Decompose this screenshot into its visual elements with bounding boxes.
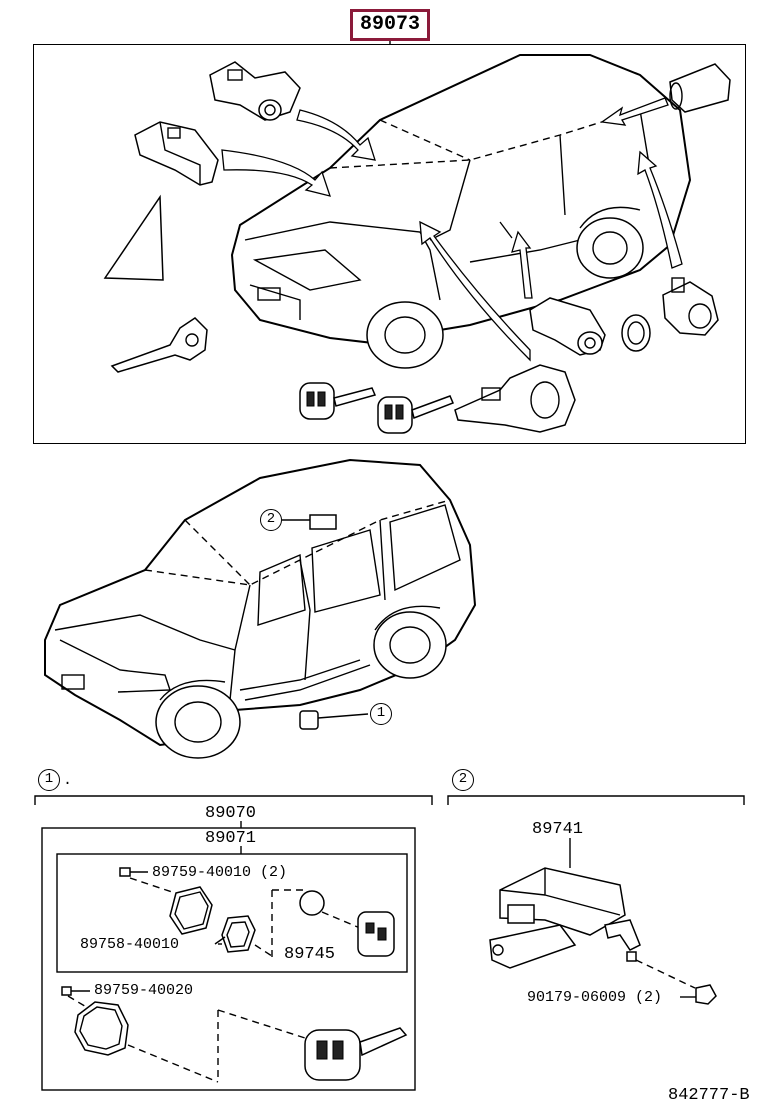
section-2-marker: 2 (452, 769, 474, 791)
overview-panel (33, 44, 746, 444)
cylinder-ring-icon (621, 314, 651, 352)
screw-b-label[interactable]: 89759-40020 (94, 982, 194, 999)
section-1-marker: 1 (38, 769, 60, 791)
door-control-receiver-icon (489, 867, 641, 969)
overview-vehicle (230, 54, 692, 369)
assembly-label[interactable]: 89070 (205, 804, 257, 823)
remote-key-1-icon (299, 382, 377, 420)
vehicle-illustration (44, 458, 477, 759)
cover-ring-icon (221, 915, 256, 953)
arrow-1-icon (296, 109, 376, 161)
bolt-label[interactable]: 90179-06009 (2) (527, 989, 663, 1006)
door-cylinder-right-icon (529, 297, 606, 356)
arrow-3-icon (419, 220, 531, 362)
remote-key-icon (304, 1027, 408, 1081)
glass-panel-icon (103, 194, 164, 281)
fuel-lid-cylinder-icon (669, 63, 731, 113)
part-number-label: 89073 (359, 13, 420, 36)
arrow-5-icon (600, 97, 669, 126)
receiver-label[interactable]: 89741 (532, 820, 584, 839)
remote-key-2-icon (377, 395, 454, 434)
section-1-dot: . (63, 772, 73, 789)
screw-a-icon (119, 867, 148, 877)
receiver-bolt-icon (626, 951, 717, 1005)
arrow-6-icon (637, 150, 683, 269)
battery-label[interactable]: 89745 (284, 945, 336, 964)
callout-2-badge[interactable]: 2 (260, 509, 282, 531)
remote-case-icon (357, 911, 395, 957)
arrow-2-icon (221, 149, 331, 197)
callout-1-badge[interactable]: 1 (370, 703, 392, 725)
ignition-cylinder-icon (454, 364, 576, 433)
door-lock-cylinder-icon (209, 61, 301, 121)
key-cover-icon (74, 1001, 129, 1056)
screw-a-label[interactable]: 89759-40010 (2) (152, 864, 288, 881)
battery-icon (299, 890, 325, 916)
arrow-7-icon (499, 221, 513, 239)
case-label[interactable]: 89758-40010 (80, 936, 180, 953)
hatch-cylinder-icon (662, 277, 719, 336)
screw-b-icon (61, 986, 90, 996)
subassembly-label[interactable]: 89071 (205, 829, 257, 848)
connector-housing-icon (134, 121, 219, 186)
master-key-icon (110, 317, 208, 373)
arrow-4-icon (511, 230, 533, 299)
part-number-badge: 89073 (350, 9, 430, 41)
drawing-code-label: 842777-B (668, 1086, 750, 1105)
case-plate-icon (169, 886, 213, 935)
